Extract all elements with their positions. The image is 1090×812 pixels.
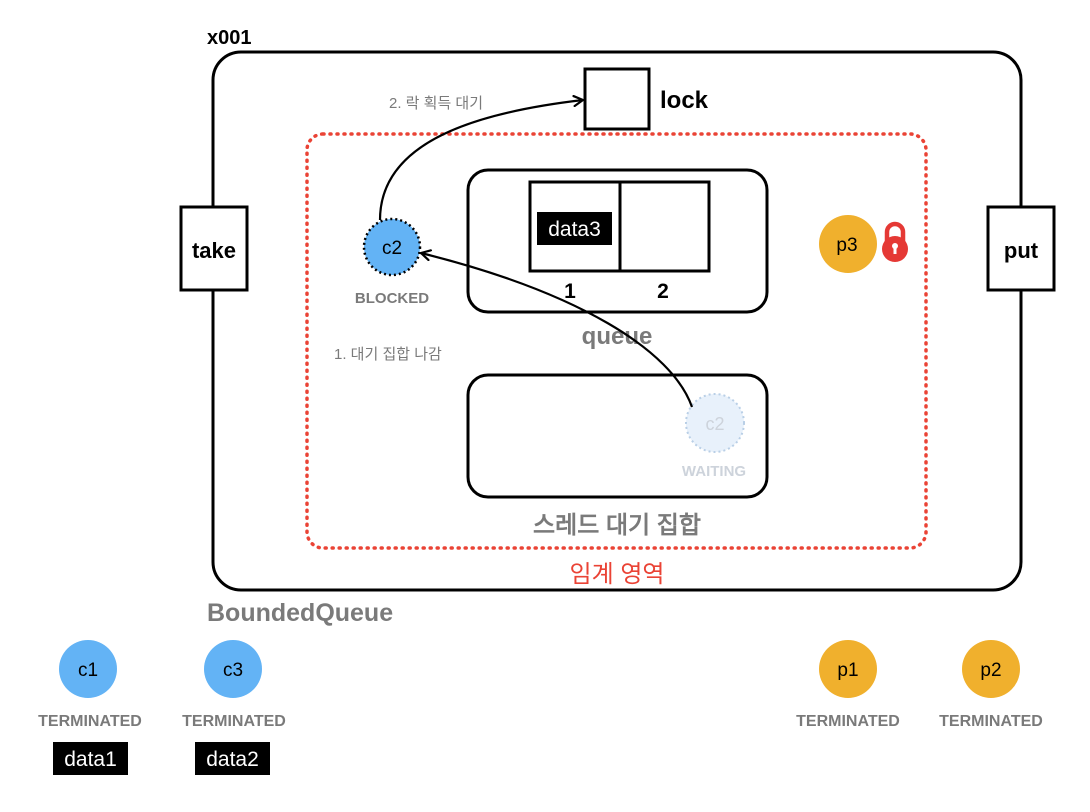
p2-state: TERMINATED (939, 713, 1043, 730)
p3-circle (819, 215, 877, 273)
p2-circle (962, 640, 1020, 698)
lock-label: lock (660, 87, 709, 114)
data1-badge (53, 742, 128, 775)
waiting-c2-state: WAITING (682, 463, 746, 480)
c3-state: TERMINATED (182, 713, 286, 730)
c1-name: c1 (78, 660, 98, 681)
class-name: BoundedQueue (207, 599, 393, 627)
wait-set-label: 스레드 대기 집합 (533, 512, 701, 539)
p3-name: p3 (836, 235, 857, 256)
arrow-exit-wait-set (421, 253, 694, 408)
blocked-c2-state: BLOCKED (355, 290, 429, 307)
waiting-c2-name: c2 (705, 414, 724, 434)
data3-label: data3 (548, 218, 601, 241)
critical-section-label: 임계 영역 (570, 561, 665, 588)
p1-circle (819, 640, 877, 698)
critical-section-border (305, 132, 928, 550)
data2-label: data2 (206, 748, 259, 771)
p2-name: p2 (980, 660, 1001, 681)
padlock-icon (882, 221, 908, 262)
lock-box (583, 67, 651, 131)
step-1-label: 1. 대기 집합 나감 (334, 346, 442, 363)
queue-container (466, 168, 769, 314)
data3-badge (537, 212, 612, 245)
blocked-c2-circle (362, 217, 422, 277)
data2-badge (195, 742, 270, 775)
put-label: put (1004, 238, 1039, 263)
take-method (179, 205, 249, 292)
instance-id: x001 (207, 27, 252, 49)
c1-circle (59, 640, 117, 698)
slot-index-1: 1 (564, 280, 576, 303)
p1-name: p1 (837, 660, 858, 681)
p1-state: TERMINATED (796, 713, 900, 730)
step-2-label: 2. 락 획득 대기 (389, 95, 483, 112)
slot-index-2: 2 (657, 280, 669, 303)
c3-circle (204, 640, 262, 698)
data1-label: data1 (64, 748, 117, 771)
queue-slot-2 (618, 180, 711, 273)
blocked-c2-name: c2 (382, 238, 402, 259)
take-label: take (192, 238, 236, 263)
wait-set-container (466, 373, 769, 499)
bounded-queue-object (211, 50, 1023, 592)
put-method (986, 205, 1056, 292)
c3-name: c3 (223, 660, 243, 681)
arrow-wait-lock (378, 100, 583, 221)
c1-state: TERMINATED (38, 713, 142, 730)
waiting-c2-circle (685, 393, 745, 453)
